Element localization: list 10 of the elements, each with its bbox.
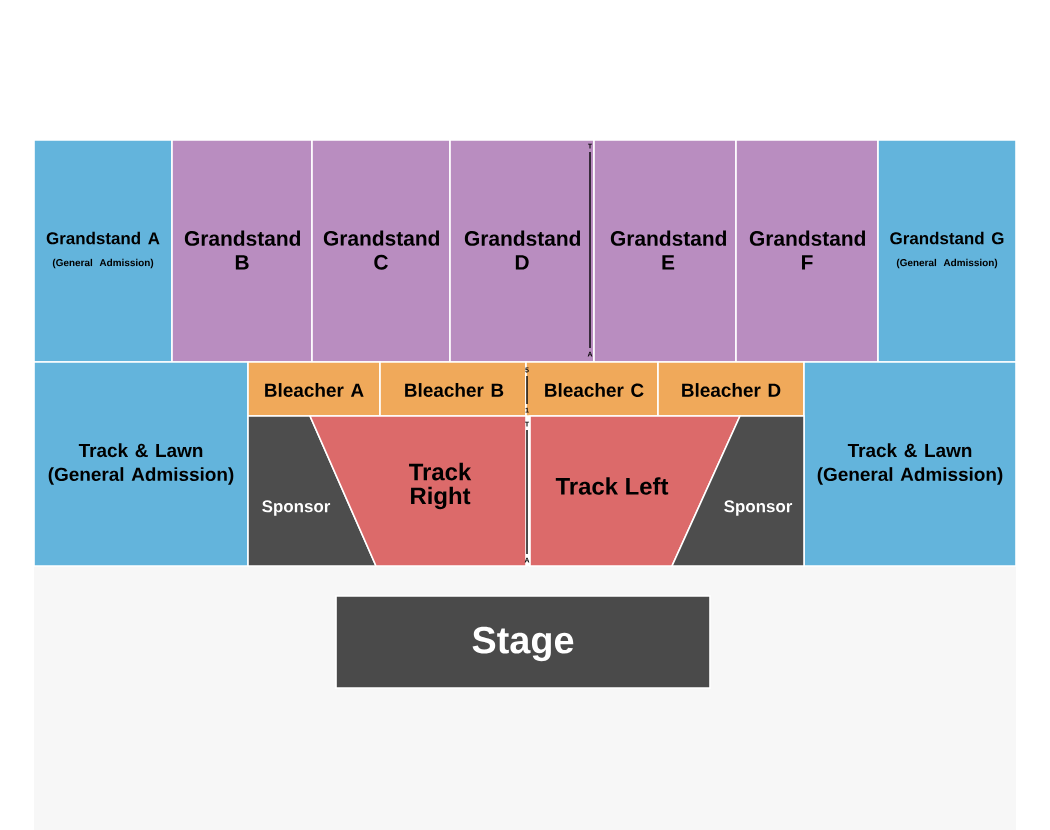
grandstand-section: Grandstand B	[171, 139, 313, 363]
bleacher-section: Bleacher D	[657, 361, 805, 417]
grandstand-section: Grandstand C	[311, 139, 451, 363]
lawn-section: Track & Lawn (General Admission)	[33, 361, 249, 567]
lawn-section: Track & Lawn (General Admission)	[803, 361, 1017, 567]
grandstand-section: Grandstand F	[735, 139, 879, 363]
stage-block: Stage	[335, 595, 711, 689]
bleacher-section: Bleacher A	[247, 361, 381, 417]
sponsor-section: Sponsor	[247, 415, 378, 567]
grandstand-section: Grandstand E	[593, 139, 737, 363]
